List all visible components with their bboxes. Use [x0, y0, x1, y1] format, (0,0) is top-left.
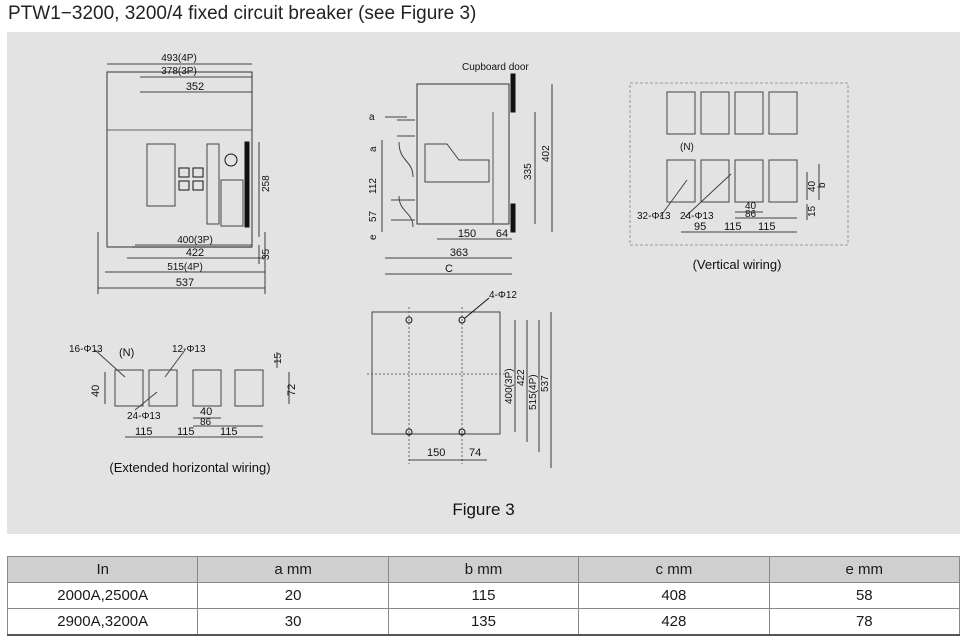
horizontal-wiring-view: 16-Φ13 (N) 12-Φ13 15 40 72 24-Φ13 40 86 …	[69, 344, 298, 438]
horizontal-dim-115a: 115	[135, 426, 153, 438]
vertical-dim-86: 86	[745, 209, 757, 220]
bottom-dim-400-3p: 400(3P)	[504, 368, 515, 404]
side-dim-150: 150	[458, 228, 476, 240]
bottom-dim-515-4p: 515(4P)	[528, 374, 539, 410]
vertical-dim-115b: 115	[758, 221, 776, 233]
front-dim-537: 537	[176, 277, 194, 289]
page-title: PTW1−3200, 3200/4 fixed circuit breaker …	[8, 3, 477, 24]
header-a: a mm	[197, 556, 389, 583]
vertical-dim-115a: 115	[724, 221, 742, 233]
front-dim-515-4p: 515(4P)	[167, 262, 203, 273]
bottom-dim-74: 74	[469, 447, 481, 459]
cupboard-door-label: Cupboard door	[462, 62, 529, 73]
table-header-row: In a mm b mm c mm e mm	[6, 556, 961, 583]
cell-b: 115	[387, 582, 580, 609]
vertical-wiring-caption: (Vertical wiring)	[693, 257, 782, 272]
cell-b: 135	[387, 608, 580, 636]
vertical-dim-40: 40	[745, 201, 757, 212]
side-dim-112: 112	[368, 178, 379, 194]
cell-e: 58	[768, 582, 961, 609]
vertical-dim-95: 95	[694, 221, 706, 233]
side-dim-a: a	[368, 146, 379, 152]
side-dim-a-top: a	[369, 112, 375, 123]
horizontal-dim-115c: 115	[220, 426, 238, 438]
side-dim-57: 57	[368, 210, 379, 222]
cell-in: 2900A,3200A	[6, 608, 199, 636]
vertical-dim-40-side: 40	[807, 180, 818, 192]
side-view: Cupboard door a a 112 57 e 335 402 150 6…	[368, 62, 553, 275]
front-view: 493(4P) 378(3P) 352 258 400(3P) 422 515(…	[97, 53, 272, 294]
vertical-dim-32-holes: 32-Φ13	[637, 211, 671, 222]
side-dim-335: 335	[523, 163, 534, 180]
horizontal-dim-12-holes: 12-Φ13	[172, 344, 206, 355]
cell-c: 408	[578, 582, 770, 609]
vertical-dim-15: 15	[807, 205, 818, 217]
cell-a: 20	[197, 582, 389, 609]
header-e: e mm	[768, 556, 961, 583]
side-dim-c: C	[445, 263, 453, 275]
figure-panel: 493(4P) 378(3P) 352 258 400(3P) 422 515(…	[7, 32, 960, 534]
bottom-dim-422: 422	[516, 369, 527, 386]
bottom-dim-537: 537	[540, 375, 551, 392]
front-dim-400-3p: 400(3P)	[177, 235, 213, 246]
bottom-dim-4-holes: 4-Φ12	[489, 290, 517, 301]
side-dim-e: e	[368, 234, 379, 240]
horizontal-wiring-caption: (Extended horizontal wiring)	[109, 460, 270, 475]
header-c: c mm	[578, 556, 770, 583]
front-dim-378: 378(3P)	[161, 66, 197, 77]
horizontal-dim-115b: 115	[177, 426, 195, 438]
vertical-dim-24-holes: 24-Φ13	[680, 211, 714, 222]
table-row: 2000A,2500A 20 115 408 58	[6, 582, 961, 609]
spec-table: In a mm b mm c mm e mm 2000A,2500A 20 11…	[6, 556, 961, 636]
technical-drawing: 493(4P) 378(3P) 352 258 400(3P) 422 515(…	[69, 53, 849, 475]
horizontal-dim-40: 40	[200, 406, 212, 418]
front-dim-422: 422	[186, 247, 204, 259]
horizontal-dim-72: 72	[286, 384, 298, 396]
horizontal-neutral-label: (N)	[119, 347, 134, 359]
horizontal-dim-86: 86	[200, 417, 212, 428]
side-dim-363: 363	[450, 247, 468, 259]
bottom-view: 4-Φ12 400(3P) 422 515(4P) 537 150 74	[367, 290, 552, 468]
front-dim-493: 493(4P)	[161, 53, 197, 64]
horizontal-dim-16-holes: 16-Φ13	[69, 344, 103, 355]
front-dim-258: 258	[261, 175, 272, 192]
horizontal-dim-24-holes: 24-Φ13	[127, 411, 161, 422]
bottom-dim-150: 150	[427, 447, 445, 459]
horizontal-dim-40-side: 40	[90, 385, 102, 397]
header-b: b mm	[387, 556, 580, 583]
side-dim-64: 64	[496, 228, 508, 240]
vertical-wiring-view: (N) 32-Φ13 24-Φ13 40 86 95 115 115 40 b …	[629, 82, 849, 246]
cell-e: 78	[768, 608, 961, 636]
figure-caption: Figure 3	[452, 500, 515, 519]
vertical-neutral-label: (N)	[680, 142, 694, 153]
cell-a: 30	[197, 608, 389, 636]
cell-c: 428	[578, 608, 770, 636]
table-row: 2900A,3200A 30 135 428 78	[6, 608, 961, 636]
header-in: In	[6, 556, 199, 583]
cell-in: 2000A,2500A	[6, 582, 199, 609]
front-dim-35: 35	[261, 248, 272, 260]
vertical-dim-b: b	[817, 182, 828, 188]
side-dim-402: 402	[541, 145, 552, 162]
front-dim-352: 352	[186, 81, 204, 93]
horizontal-dim-15: 15	[273, 352, 284, 364]
